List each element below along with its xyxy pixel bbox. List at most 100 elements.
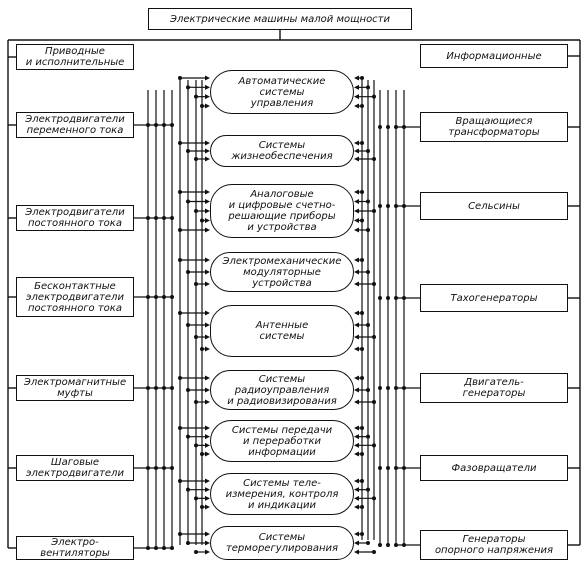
arrow-head — [354, 148, 359, 154]
left-box-electric-fans: Электро- вентиляторы — [16, 536, 134, 560]
junction-dot — [194, 157, 198, 161]
left-box-label: Электро- вентиляторы — [40, 537, 110, 559]
junction-dot — [366, 85, 370, 90]
right-box-label: Сельсины — [468, 200, 520, 212]
junction-dot — [162, 466, 166, 470]
arrow-head — [205, 334, 210, 340]
left-box-label: Электродвигатели постоянного тока — [25, 207, 125, 229]
junction-dot — [386, 466, 390, 470]
junction-dot — [146, 295, 150, 299]
junction-dot — [402, 386, 406, 390]
right-box-phase-shifters: Фазовращатели — [420, 455, 568, 481]
arrow-head — [354, 322, 359, 328]
arrow-head — [354, 549, 359, 555]
left-box-label: Электродвигатели переменного тока — [25, 114, 125, 136]
arrow-head — [354, 495, 359, 501]
junction-dot — [386, 125, 390, 129]
right-box-label: Информационные — [446, 50, 542, 62]
arrow-head — [205, 75, 210, 81]
right-box-label: Генераторы опорного напряжения — [434, 534, 554, 556]
arrow-head — [205, 346, 210, 352]
junction-dot — [402, 204, 406, 208]
arrow-head — [205, 257, 210, 263]
junction-dot — [360, 311, 364, 315]
junction-dot — [200, 347, 204, 351]
junction-dot — [372, 496, 376, 501]
junction-dot — [186, 323, 190, 327]
junction-dot — [194, 496, 198, 501]
arrow-head — [205, 451, 210, 457]
right-box-label: Вращающиеся трансформаторы — [448, 116, 540, 138]
junction-dot — [378, 125, 382, 129]
junction-dot — [154, 386, 158, 390]
title-text: Электрические машины малой мощности — [169, 13, 391, 25]
center-box-label: Системы теле- измерения, контроля и инди… — [225, 477, 339, 511]
junction-dot — [366, 541, 370, 545]
junction-dot — [194, 443, 198, 448]
junction-dot — [186, 541, 190, 545]
junction-dot — [360, 347, 364, 351]
junction-dot — [200, 218, 204, 223]
arrow-head — [205, 495, 210, 501]
junction-dot — [154, 295, 158, 299]
arrow-head — [354, 451, 359, 457]
junction-dot — [372, 209, 376, 213]
junction-dot — [170, 216, 174, 220]
left-box-ac-motors: Электродвигатели переменного тока — [16, 112, 134, 138]
left-box-label: Шаговые электродвигатели — [26, 457, 124, 479]
arrow-head — [205, 478, 210, 484]
arrow-head — [205, 208, 210, 214]
junction-dot — [178, 76, 182, 80]
junction-dot — [360, 141, 364, 145]
arrow-head — [354, 257, 359, 263]
arrow-head — [354, 156, 359, 162]
junction-dot — [178, 190, 182, 194]
arrow-head — [354, 310, 359, 316]
arrow-head — [354, 531, 359, 537]
arrow-head — [354, 540, 359, 546]
junction-dot — [366, 487, 370, 492]
center-box-analog-digital-computing: Аналоговые и цифровые счетно- решающие п… — [210, 184, 354, 238]
junction-dot — [186, 487, 190, 492]
center-box-electromechanical-modulators: Электромеханические модуляторные устройс… — [210, 252, 354, 292]
center-box-label: Аналоговые и цифровые счетно- решающие п… — [228, 189, 336, 233]
junction-dot — [394, 125, 398, 129]
junction-dot — [194, 94, 198, 99]
junction-dot — [360, 452, 364, 456]
arrow-head — [354, 281, 359, 287]
arrow-head — [205, 199, 210, 204]
junction-dot — [402, 543, 406, 547]
arrow-head — [205, 269, 210, 275]
junction-dot — [378, 386, 382, 390]
junction-dot — [360, 190, 364, 194]
junction-dot — [178, 258, 182, 262]
arrow-head — [205, 322, 210, 328]
junction-dot — [186, 388, 190, 392]
arrow-head — [354, 375, 359, 381]
left-box-stepper-motors: Шаговые электродвигатели — [16, 455, 134, 481]
right-box-motor-generators: Двигатель- генераторы — [420, 373, 568, 403]
arrow-head — [205, 310, 210, 316]
junction-dot — [178, 426, 182, 430]
arrow-head — [354, 387, 359, 393]
junction-dot — [360, 218, 364, 223]
junction-dot — [394, 204, 398, 208]
right-box-informational: Информационные — [420, 44, 568, 68]
arrow-head — [205, 442, 210, 448]
junction-dot — [378, 466, 382, 470]
junction-dot — [372, 443, 376, 448]
junction-dot — [378, 296, 382, 300]
center-box-label: Системы терморегулирования — [225, 532, 339, 554]
junction-dot — [186, 199, 190, 204]
left-box-brushless-dc-motors: Бесконтактные электродвигатели постоянно… — [16, 277, 134, 317]
junction-dot — [394, 296, 398, 300]
junction-dot — [186, 270, 190, 274]
junction-dot — [394, 386, 398, 390]
center-box-information-transfer: Системы передачи и переработки информаци… — [210, 420, 354, 462]
junction-dot — [360, 426, 364, 430]
junction-dot — [162, 386, 166, 390]
arrow-head — [354, 334, 359, 340]
arrow-head — [205, 156, 210, 162]
center-box-label: Системы жизнеобеспечения — [231, 140, 333, 162]
center-box-label: Системы радиоуправления и радиовизирован… — [227, 373, 337, 407]
